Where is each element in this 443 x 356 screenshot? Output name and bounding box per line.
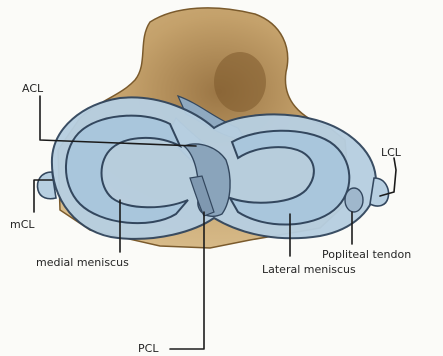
popliteal-tendon-shape <box>345 188 363 212</box>
lcl-label: LCL <box>381 146 402 159</box>
popliteal-tendon-label: Popliteal tendon <box>322 248 411 261</box>
acl-label: ACL <box>22 82 44 95</box>
mcl-label: mCL <box>10 218 35 231</box>
mcl-bump <box>38 172 56 199</box>
pcl-label: PCL <box>138 342 159 355</box>
bone-shadow <box>214 52 266 112</box>
lcl-bump <box>370 178 388 206</box>
medial-meniscus-label: medial meniscus <box>36 256 129 269</box>
lateral-meniscus-label: Lateral meniscus <box>262 263 356 276</box>
